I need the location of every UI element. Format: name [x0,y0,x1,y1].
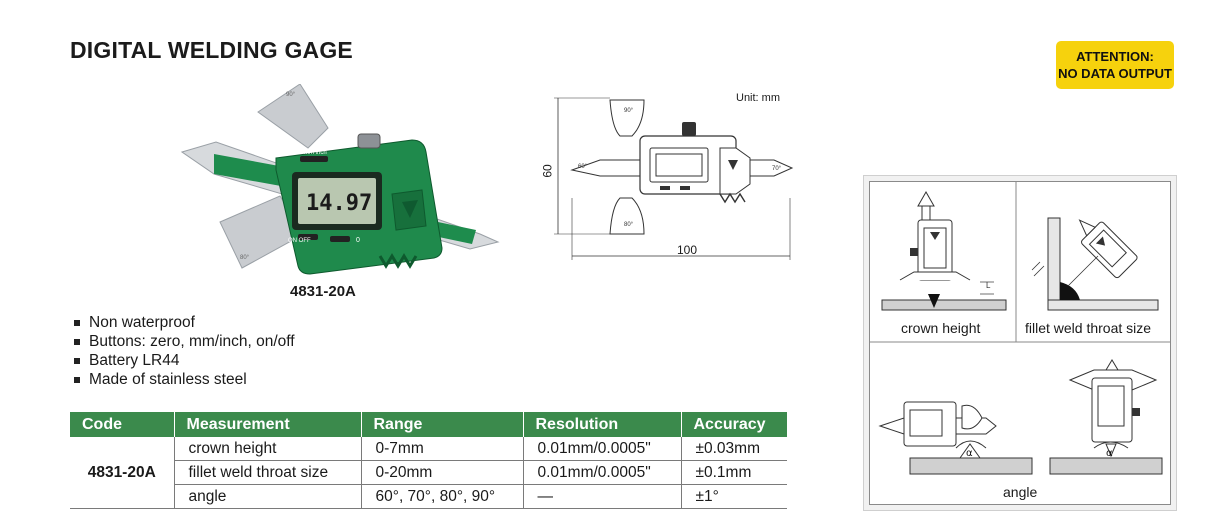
dim-L-label: L [986,281,991,290]
bullet-icon [74,376,80,383]
header-measurement: Measurement [174,412,362,437]
feature-item: Made of stainless steel [72,370,295,389]
feature-text: Battery LR44 [89,352,180,369]
attention-line1: ATTENTION: [1076,49,1154,64]
spec-table: Code Measurement Range Resolution Accura… [70,412,787,509]
header-range: Range [361,412,524,437]
feature-item: Non waterproof [72,313,295,332]
range-cell: 0-7mm [361,437,524,461]
range-cell: 0-20mm [361,460,524,485]
unit-label: Unit: mm [736,92,780,104]
accuracy-cell: ±0.03mm [681,437,787,461]
table-row: fillet weld throat size 0-20mm 0.01mm/0.… [70,460,787,485]
feature-item: Battery LR44 [72,351,295,370]
drawing-angle-90: 90° [624,108,634,114]
bullet-icon [74,319,80,326]
measurement-cell: crown height [174,437,362,461]
feature-text: Non waterproof [89,314,195,331]
alpha-right: α [1106,448,1113,459]
feature-item: Buttons: zero, mm/inch, on/off [72,332,295,351]
range-cell: 60°, 70°, 80°, 90° [361,484,524,509]
feature-text: Buttons: zero, mm/inch, on/off [89,333,295,350]
alpha-left: α [966,448,973,459]
table-row: angle 60°, 70°, 80°, 90° — ±1° [70,484,787,509]
accuracy-cell: ±0.1mm [681,460,787,485]
mm-inch-label: mm inch [304,150,327,156]
table-row: 4831-20A crown height 0-7mm 0.01mm/0.000… [70,437,787,509]
attention-badge: ATTENTION: NO DATA OUTPUT [1056,41,1174,89]
measurement-cell: angle [174,484,362,509]
fillet-weld-illustration [1031,217,1159,311]
bullet-icon [74,357,80,364]
resolution-cell: 0.01mm/0.0005" [523,460,682,485]
header-accuracy: Accuracy [681,412,787,437]
table-header-row: Code Measurement Range Resolution Accura… [70,412,787,437]
page-title: DIGITAL WELDING GAGE [70,37,353,63]
angle-illustration-right: α [1049,359,1163,475]
bullet-icon [74,338,80,345]
header-code: Code [70,412,175,437]
usage-panel: L [863,175,1177,511]
technical-drawing: 90° 80° 60° 70° [554,97,794,260]
crown-height-illustration: L [881,190,1007,311]
crown-height-caption: crown height [901,320,981,336]
model-label: 4831-20A [290,283,356,300]
header-resolution: Resolution [523,412,682,437]
width-dimension: 100 [677,243,698,257]
usage-illustrations: L [869,181,1171,505]
lcd-reading: 14.97 [306,191,372,216]
code-cell: 4831-20A [70,437,175,509]
height-dimension: 60 [540,164,555,178]
on-off-label: ON OFF [288,238,311,244]
usage-grid: L [870,182,1170,475]
fillet-weld-caption: fillet weld throat size [1025,320,1152,336]
product-photo: 90° 80° mm inch 14.97 ON OFF 0 [180,84,500,275]
measurement-cell: fillet weld throat size [174,460,362,485]
feature-text: Made of stainless steel [89,371,247,388]
attention-line2: NO DATA OUTPUT [1058,66,1172,81]
resolution-cell: — [523,484,682,509]
resolution-cell: 0.01mm/0.0005" [523,437,682,461]
scale-80-label: 80° [240,255,250,261]
scale-90-label: 90° [286,92,296,98]
feature-list: Non waterproof Buttons: zero, mm/inch, o… [72,313,295,389]
drawing-angle-60: 60° [578,164,588,170]
drawing-angle-70: 70° [772,166,782,172]
drawing-angle-80: 80° [624,222,634,228]
accuracy-cell: ±1° [681,484,787,509]
angle-caption: angle [1003,484,1038,500]
zero-label: 0 [356,237,360,244]
angle-illustration-left: α [878,401,1033,475]
